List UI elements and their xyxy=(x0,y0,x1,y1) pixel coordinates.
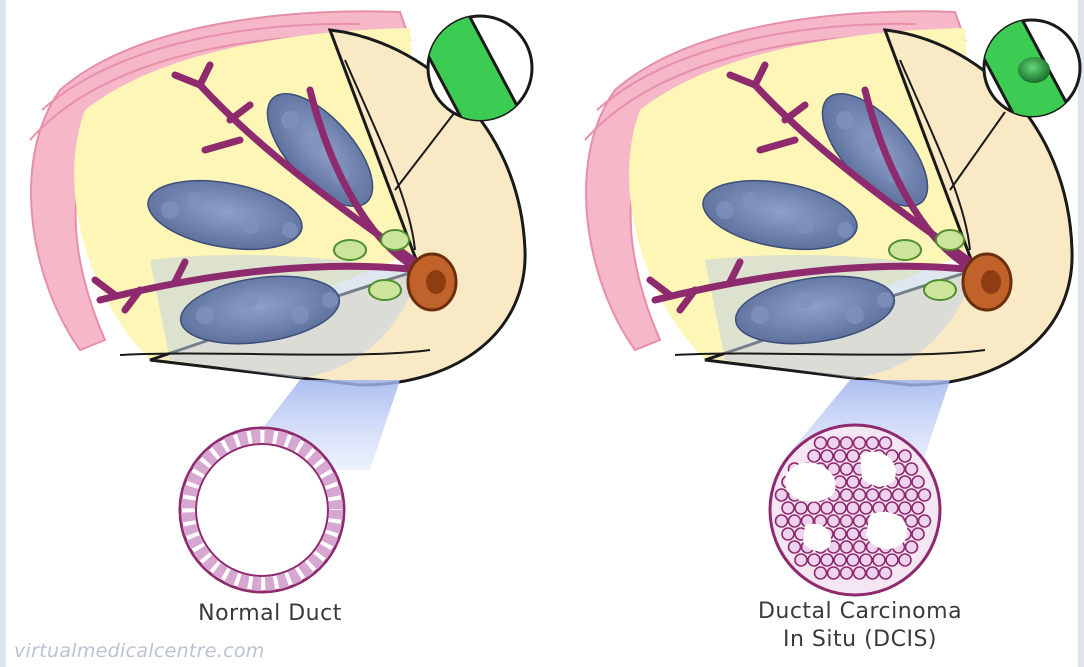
dcis-label-line1: Ductal Carcinoma xyxy=(690,598,1030,626)
dcis-cell xyxy=(912,476,924,488)
dcis-cell xyxy=(776,515,788,527)
dcis-cell xyxy=(834,502,846,514)
dcis-cell xyxy=(854,515,866,527)
dcis-cell xyxy=(906,541,918,553)
dcis-cell xyxy=(867,437,879,449)
dcis-cell xyxy=(795,502,807,514)
dcis-cell xyxy=(854,437,866,449)
dcis-cell xyxy=(808,502,820,514)
dcis-cell xyxy=(906,515,918,527)
watermark-text: virtualmedicalcentre.com xyxy=(14,640,454,662)
dcis-cell xyxy=(893,489,905,501)
dcis-cell xyxy=(808,450,820,462)
dcis-label-line2: In Situ (DCIS) xyxy=(690,626,1030,654)
dcis-cell xyxy=(808,554,820,566)
dcis-cell xyxy=(867,489,879,501)
dcis-cell xyxy=(789,515,801,527)
dcis-cell xyxy=(906,489,918,501)
dcis-cell xyxy=(815,567,827,579)
dcis-cell xyxy=(847,502,859,514)
dcis-cell xyxy=(841,489,853,501)
dcis-cell xyxy=(854,489,866,501)
dcis-label: Ductal Carcinoma In Situ (DCIS) xyxy=(690,598,1030,654)
dcis-breast-panel xyxy=(585,0,1084,595)
normal-breast-panel xyxy=(30,0,536,592)
dcis-cell xyxy=(906,463,918,475)
dcis-cell xyxy=(873,554,885,566)
dcis-cell xyxy=(899,476,911,488)
dcis-cell xyxy=(782,502,794,514)
dcis-cell xyxy=(841,463,853,475)
dcis-cell xyxy=(912,502,924,514)
dcis-cell xyxy=(841,437,853,449)
dcis-cell xyxy=(860,554,872,566)
normal-duct-label: Normal Duct xyxy=(140,600,400,628)
dcis-cell xyxy=(841,515,853,527)
dcis-cell xyxy=(821,554,833,566)
dcis-cell xyxy=(880,567,892,579)
dcis-cell xyxy=(899,502,911,514)
dcis-cell xyxy=(912,528,924,540)
dcis-cell xyxy=(789,541,801,553)
dcis-cell xyxy=(815,437,827,449)
dcis-cell xyxy=(867,567,879,579)
dcis-cell xyxy=(841,567,853,579)
dcis-cell xyxy=(834,450,846,462)
dcis-cell xyxy=(821,502,833,514)
dcis-cell xyxy=(899,554,911,566)
dcis-cell xyxy=(828,515,840,527)
dcis-cell xyxy=(795,554,807,566)
dcis-cell xyxy=(834,554,846,566)
dcis-cell xyxy=(847,528,859,540)
dcis-cell xyxy=(919,515,931,527)
dcis-cell xyxy=(847,476,859,488)
dcis-cell xyxy=(854,567,866,579)
dcis-cell xyxy=(834,476,846,488)
dcis-cell xyxy=(828,437,840,449)
dcis-cell xyxy=(841,541,853,553)
dcis-cell xyxy=(834,528,846,540)
dcis-cell xyxy=(847,554,859,566)
dcis-cell xyxy=(899,450,911,462)
dcis-cell xyxy=(854,541,866,553)
dcis-cell xyxy=(860,502,872,514)
dcis-cell xyxy=(847,450,859,462)
dcis-cell xyxy=(776,489,788,501)
dcis-cell xyxy=(880,437,892,449)
dcis-cell xyxy=(782,528,794,540)
dcis-cell xyxy=(886,554,898,566)
dcis-cell xyxy=(919,489,931,501)
dcis-cell xyxy=(828,567,840,579)
dcis-cell xyxy=(880,489,892,501)
dcis-cell xyxy=(821,450,833,462)
